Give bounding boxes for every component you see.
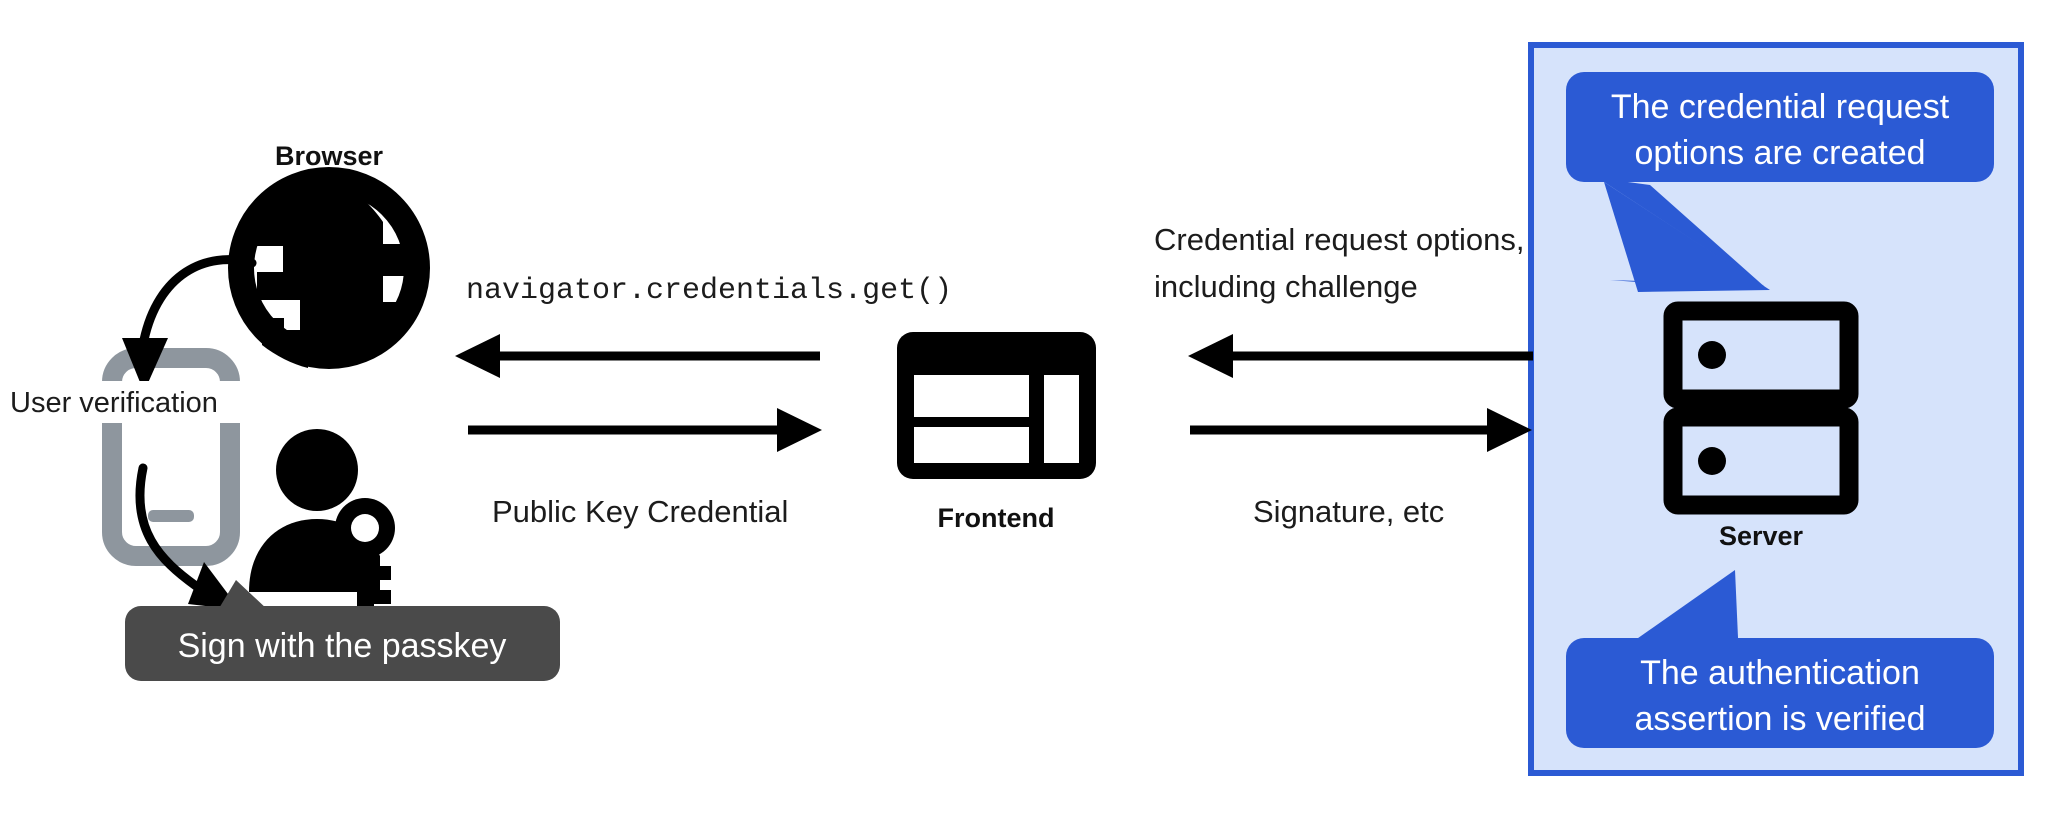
- callout-assertion-line-1: The authentication: [1640, 654, 1920, 692]
- signature-etc-label: Signature, etc: [1253, 494, 1444, 529]
- arrow-server-to-frontend: [1188, 334, 1533, 378]
- server-label: Server: [1719, 521, 1804, 551]
- globe-icon: [228, 167, 430, 369]
- arrow-frontend-to-server: [1190, 408, 1532, 452]
- callout-credential-line-1: The credential request: [1611, 88, 1950, 126]
- callout-authentication-assertion-verified: The authentication assertion is verified: [1566, 570, 1994, 748]
- callout-credential-line-2: options are created: [1634, 134, 1925, 172]
- arrow-browser-to-phone: [122, 255, 257, 392]
- smartphone-icon: [102, 348, 240, 566]
- credential-request-options-label-line-1: Credential request options,: [1154, 222, 1525, 257]
- navigator-call-label: navigator.credentials.get(): [466, 274, 952, 308]
- frontend-label: Frontend: [938, 503, 1055, 533]
- public-key-credential-label: Public Key Credential: [492, 494, 788, 529]
- callout-sign-with-passkey: Sign with the passkey: [125, 580, 560, 681]
- callout-credential-request-options-created: The credential request options are creat…: [1566, 72, 1994, 292]
- callout-assertion-line-2: assertion is verified: [1634, 700, 1925, 738]
- callout-sign-with-passkey-line-1: Sign with the passkey: [178, 627, 507, 665]
- arrow-frontend-to-browser: [455, 334, 820, 378]
- user-verification-label: User verification: [10, 387, 218, 419]
- server-rack-icon: [1663, 301, 1859, 515]
- browser-label: Browser: [275, 141, 384, 171]
- person-with-key-icon: [249, 429, 395, 634]
- credential-request-options-label-line-2: including challenge: [1154, 269, 1418, 304]
- dashboard-layout-icon: [897, 332, 1096, 479]
- arrow-browser-to-frontend: [468, 408, 822, 452]
